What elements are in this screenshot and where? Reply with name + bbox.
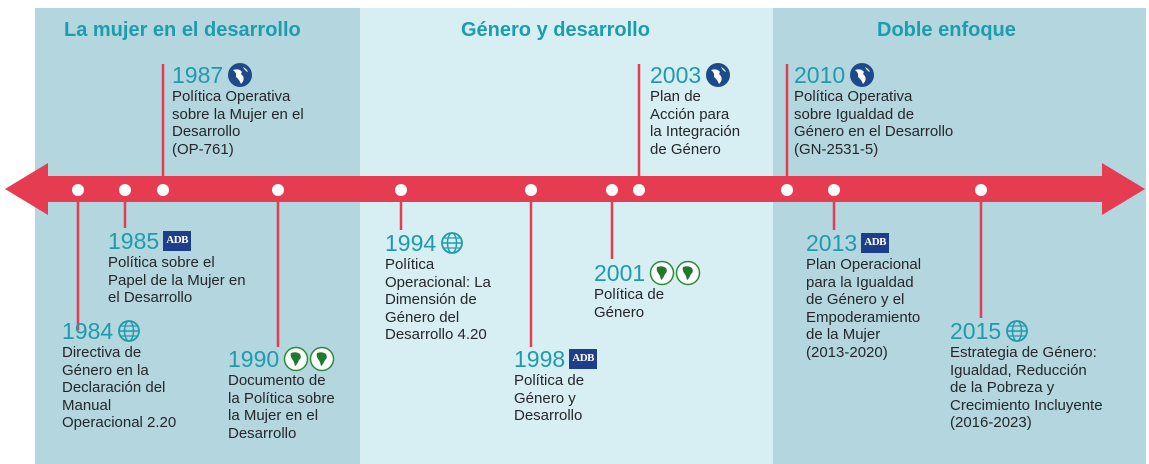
dot-2015	[975, 184, 987, 196]
event-description: Política Operacional: La Dimensión de Gé…	[385, 256, 491, 343]
event-description: Plan Operacional para la Igualdad de Gén…	[806, 256, 922, 361]
globe-icon	[1006, 320, 1029, 342]
idb-icon	[706, 63, 731, 87]
adb-icon: ADB	[861, 233, 890, 253]
event-1998: 1998 ADB Política de Género y Desarrollo	[514, 346, 598, 425]
event-description: Política Operativa sobre la Mujer en el …	[172, 88, 304, 158]
event-description: Política de Género y Desarrollo	[514, 372, 585, 424]
event-year: 1985	[108, 228, 160, 254]
dot-1985	[119, 184, 131, 196]
dot-2003	[633, 184, 645, 196]
afdb-icon	[649, 260, 701, 286]
globe-icon	[118, 320, 141, 342]
event-1985: 1985 ADB Política sobre el Papel de la M…	[108, 228, 246, 307]
period-panel-gad	[360, 8, 773, 464]
event-description: Documento de la Política sobre la Mujer …	[228, 372, 335, 442]
dot-2001	[606, 184, 618, 196]
arrow-head-right	[1102, 163, 1145, 215]
period-title-dual: Doble enfoque	[877, 19, 1016, 41]
event-year: 2010	[794, 62, 846, 88]
event-description: Política Operativa sobre Igualdad de Gén…	[794, 88, 954, 158]
period-title-wid: La mujer en el desarrollo	[64, 19, 301, 41]
event-1994: 1994 Política Operacional: La Dimensión …	[385, 230, 491, 344]
event-description: Política de Género	[594, 286, 665, 321]
dot-2010	[781, 184, 793, 196]
event-year: 1998	[514, 346, 566, 372]
dot-1984	[72, 184, 84, 196]
period-panel-wid	[35, 8, 360, 464]
event-year: 2015	[950, 318, 1002, 344]
event-year: 2013	[806, 230, 858, 256]
event-2001: 2001 Política de Género	[594, 260, 701, 321]
event-2015: 2015 Estrategia de Género: Igualdad, Red…	[950, 318, 1103, 432]
dot-1994	[395, 184, 407, 196]
event-2013: 2013 ADB Plan Operacional para la Iguald…	[806, 230, 921, 361]
arrow-shaft	[45, 176, 1105, 202]
event-1984: 1984 Directiva de Género en la Declaraci…	[62, 318, 176, 432]
adb-icon: ADB	[569, 349, 598, 369]
timeline-dots	[72, 184, 987, 196]
arrow-head-left	[5, 163, 48, 215]
period-panel-dual	[773, 8, 1146, 464]
period-title-gad: Género y desarrollo	[461, 19, 650, 41]
dot-2013	[828, 184, 840, 196]
dot-1990	[272, 184, 284, 196]
event-1987: 1987 Política Operativa sobre la Mujer e…	[172, 62, 304, 158]
afdb-icon	[283, 346, 335, 372]
idb-icon	[850, 63, 875, 87]
event-2010: 2010 Política Operativa sobre Igualdad d…	[794, 62, 953, 158]
event-2003: 2003 Plan de Acción para la Integración …	[650, 62, 740, 158]
connector-lines	[76, 64, 983, 347]
event-year: 2001	[594, 260, 646, 286]
event-description: Estrategia de Género: Igualdad, Reducció…	[950, 344, 1103, 431]
event-year: 1984	[62, 318, 114, 344]
event-year: 1994	[385, 230, 437, 256]
idb-icon	[228, 63, 253, 87]
event-year: 1987	[172, 62, 224, 88]
adb-icon: ADB	[163, 231, 192, 251]
event-year: 1990	[228, 346, 280, 372]
dot-1998	[525, 184, 537, 196]
globe-icon	[441, 232, 464, 254]
event-year: 2003	[650, 62, 702, 88]
event-description: Directiva de Género en la Declaración de…	[62, 344, 177, 431]
event-1990: 1990 Documento de la Política sobre la M…	[228, 346, 335, 442]
event-description: Plan de Acción para la Integración de Gé…	[650, 88, 741, 158]
dot-1987	[157, 184, 169, 196]
event-description: Política sobre el Papel de la Mujer en e…	[108, 254, 246, 306]
